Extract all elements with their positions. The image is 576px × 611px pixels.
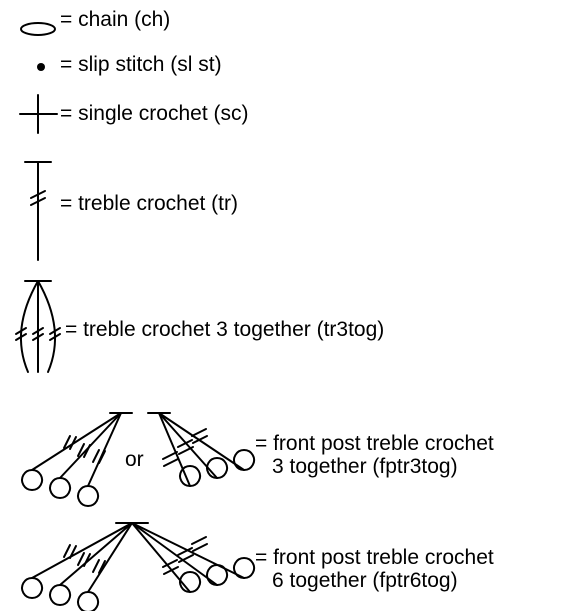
slip-stitch-label: = slip stitch (sl st): [60, 53, 222, 76]
or-label: or: [125, 448, 144, 471]
fptr3tog-label-line2: 3 together (fptr3tog): [272, 455, 458, 478]
treble-crochet-label: = treble crochet (tr): [60, 192, 238, 215]
fptr6tog-symbol-icon: [21, 522, 256, 611]
tr3tog-label: = treble crochet 3 together (tr3tog): [65, 318, 385, 341]
fptr3tog-left-symbol-icon: [21, 412, 133, 507]
fptr3tog-right-symbol-icon: [147, 412, 256, 487]
chain-symbol-icon: [20, 22, 56, 36]
fptr6tog-label-line1: = front post treble crochet: [255, 546, 494, 569]
fptr6tog-label-line2: 6 together (fptr6tog): [272, 569, 458, 592]
single-crochet-label: = single crochet (sc): [60, 102, 249, 125]
treble-crochet-symbol-icon: [24, 161, 52, 261]
chain-label: = chain (ch): [60, 8, 171, 31]
slip-stitch-symbol-icon: [37, 63, 45, 71]
tr3tog-symbol-icon: [15, 280, 61, 373]
single-crochet-symbol-icon: [19, 94, 58, 134]
fptr3tog-label-line1: = front post treble crochet: [255, 432, 494, 455]
